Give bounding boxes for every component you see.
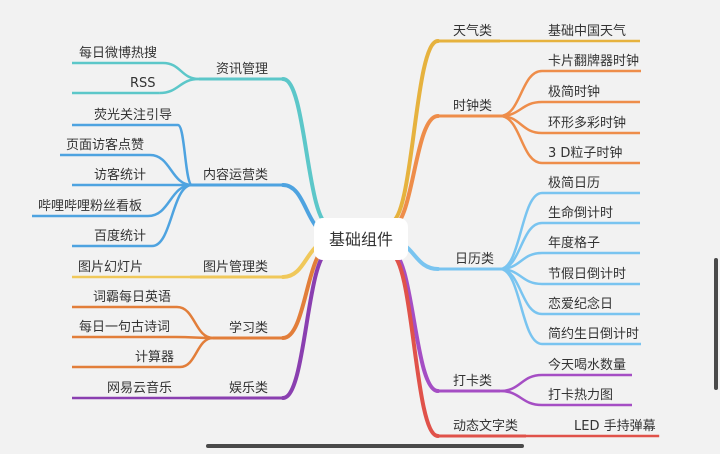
subtopic-node[interactable]: 图片幻灯片	[78, 260, 143, 275]
subtopic-node[interactable]: 极简日历	[548, 175, 600, 191]
subtopic-node[interactable]: 哔哩哔哩粉丝看板	[38, 198, 142, 214]
subtopic-node[interactable]: 打卡热力图	[548, 388, 613, 403]
branch-connector	[388, 251, 440, 438]
child-connector	[499, 191, 543, 271]
root-node-box	[314, 218, 408, 260]
child-connector	[147, 183, 193, 218]
subtopic-node[interactable]: 极简时钟	[548, 84, 600, 100]
subtopic-node[interactable]: 每日微博热搜	[79, 45, 157, 61]
child-connector	[159, 77, 200, 95]
subtopic-node[interactable]: 恋爱纪念日	[548, 296, 613, 312]
branch-image-mgmt: 图片管理类 图片幻灯片	[72, 239, 332, 279]
branch-connector	[281, 248, 332, 400]
subtopic-node[interactable]: 年度格子	[548, 235, 600, 251]
subtopic-node[interactable]: 网易云音乐	[107, 380, 172, 396]
subtopic-node[interactable]: 基础中国天气	[548, 23, 626, 39]
topic-image-mgmt[interactable]: 图片管理类	[203, 260, 268, 275]
topic-weather[interactable]: 天气类	[453, 23, 492, 39]
branch-weather: 天气类 基础中国天气	[388, 23, 640, 225]
topic-dynamic-text[interactable]: 动态文字类	[453, 419, 518, 434]
subtopic-node[interactable]: 环形多彩时钟	[548, 115, 626, 131]
child-connector	[499, 389, 543, 407]
child-connector	[162, 61, 200, 81]
subtopic-node[interactable]: 计算器	[135, 350, 174, 365]
root-node-label: 基础组件	[329, 230, 393, 249]
child-connector	[499, 267, 543, 346]
child-connector	[176, 305, 214, 340]
child-connector	[176, 123, 194, 187]
topic-news[interactable]: 资讯管理	[216, 62, 268, 77]
child-connector	[175, 335, 214, 340]
subtopic-node[interactable]: RSS	[130, 76, 156, 91]
child-connector	[499, 114, 543, 165]
subtopic-node[interactable]: 卡片翻牌器时钟	[548, 53, 639, 69]
branch-connector	[388, 248, 440, 393]
horizontal-scrollbar[interactable]	[206, 444, 524, 448]
subtopic-node[interactable]: 节假日倒计时	[548, 267, 626, 282]
topic-checkin[interactable]: 打卡类	[453, 374, 492, 389]
topic-content-ops[interactable]: 内容运营类	[203, 167, 268, 183]
subtopic-node[interactable]: LED 手持弹幕	[574, 419, 656, 434]
topic-clock[interactable]: 时钟类	[453, 98, 492, 114]
topic-study[interactable]: 学习类	[229, 320, 268, 336]
child-connector	[499, 373, 543, 393]
subtopic-node[interactable]: 百度统计	[94, 228, 146, 244]
subtopic-node[interactable]: 今天喝水数量	[548, 357, 626, 373]
branch-connector	[281, 77, 332, 228]
subtopic-node[interactable]: 每日一句古诗词	[79, 319, 170, 335]
subtopic-node[interactable]: 词霸每日英语	[93, 289, 171, 305]
topic-entertainment[interactable]: 娱乐类	[229, 381, 268, 396]
child-connector	[179, 336, 214, 369]
subtopic-node[interactable]: 页面访客点赞	[66, 137, 144, 153]
root-node[interactable]: 基础组件	[314, 218, 408, 260]
subtopic-node[interactable]: 生命倒计时	[548, 205, 613, 221]
subtopic-node[interactable]: 简约生日倒计时	[548, 326, 639, 342]
subtopic-node[interactable]: 3 D粒子时钟	[548, 145, 622, 161]
child-connector	[151, 183, 193, 248]
topic-calendar[interactable]: 日历类	[455, 252, 494, 267]
subtopic-node[interactable]: 荧光关注引导	[94, 108, 172, 123]
vertical-scrollbar[interactable]	[714, 258, 718, 390]
branch-dynamic-text: 动态文字类 LED 手持弹幕	[388, 251, 660, 438]
subtopic-node[interactable]: 访客统计	[94, 167, 146, 183]
branch-connector	[388, 39, 440, 225]
